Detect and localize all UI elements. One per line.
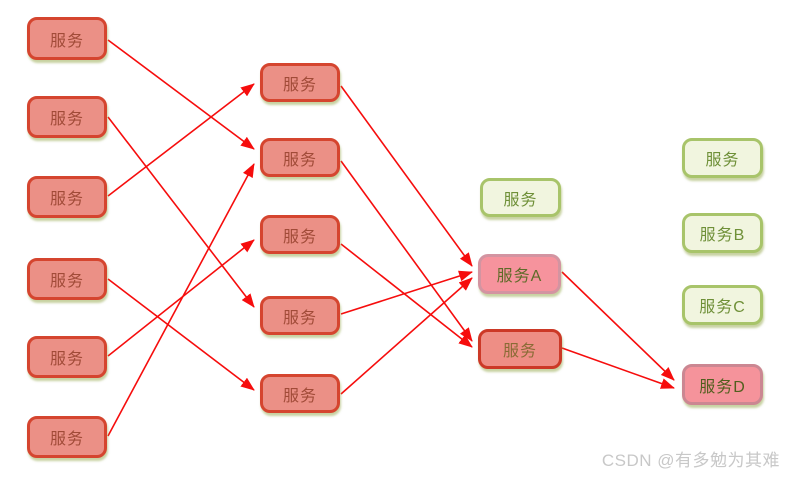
- service-node-d1: 服务D: [682, 364, 763, 405]
- service-node-g2: 服务B: [682, 213, 763, 253]
- service-node-l2: 服务: [27, 96, 107, 138]
- service-node-l4: 服务: [27, 258, 107, 300]
- service-node-l1: 服务: [27, 17, 107, 60]
- service-node-l5: 服务: [27, 336, 107, 378]
- csdn-watermark: CSDN @有多勉为其难: [601, 451, 780, 470]
- service-node-m5: 服务: [260, 374, 340, 413]
- service-node-l6: 服务: [27, 416, 107, 458]
- service-node-r2: 服务A: [478, 254, 561, 294]
- service-node-r1: 服务: [480, 178, 561, 217]
- service-node-g3: 服务C: [682, 285, 763, 325]
- service-node-m1: 服务: [260, 63, 340, 102]
- service-node-g1: 服务: [682, 138, 763, 178]
- service-node-m2: 服务: [260, 138, 340, 177]
- service-node-m4: 服务: [260, 296, 340, 335]
- service-node-l3: 服务: [27, 176, 107, 218]
- service-node-m3: 服务: [260, 215, 340, 254]
- service-node-r3: 服务: [478, 329, 562, 369]
